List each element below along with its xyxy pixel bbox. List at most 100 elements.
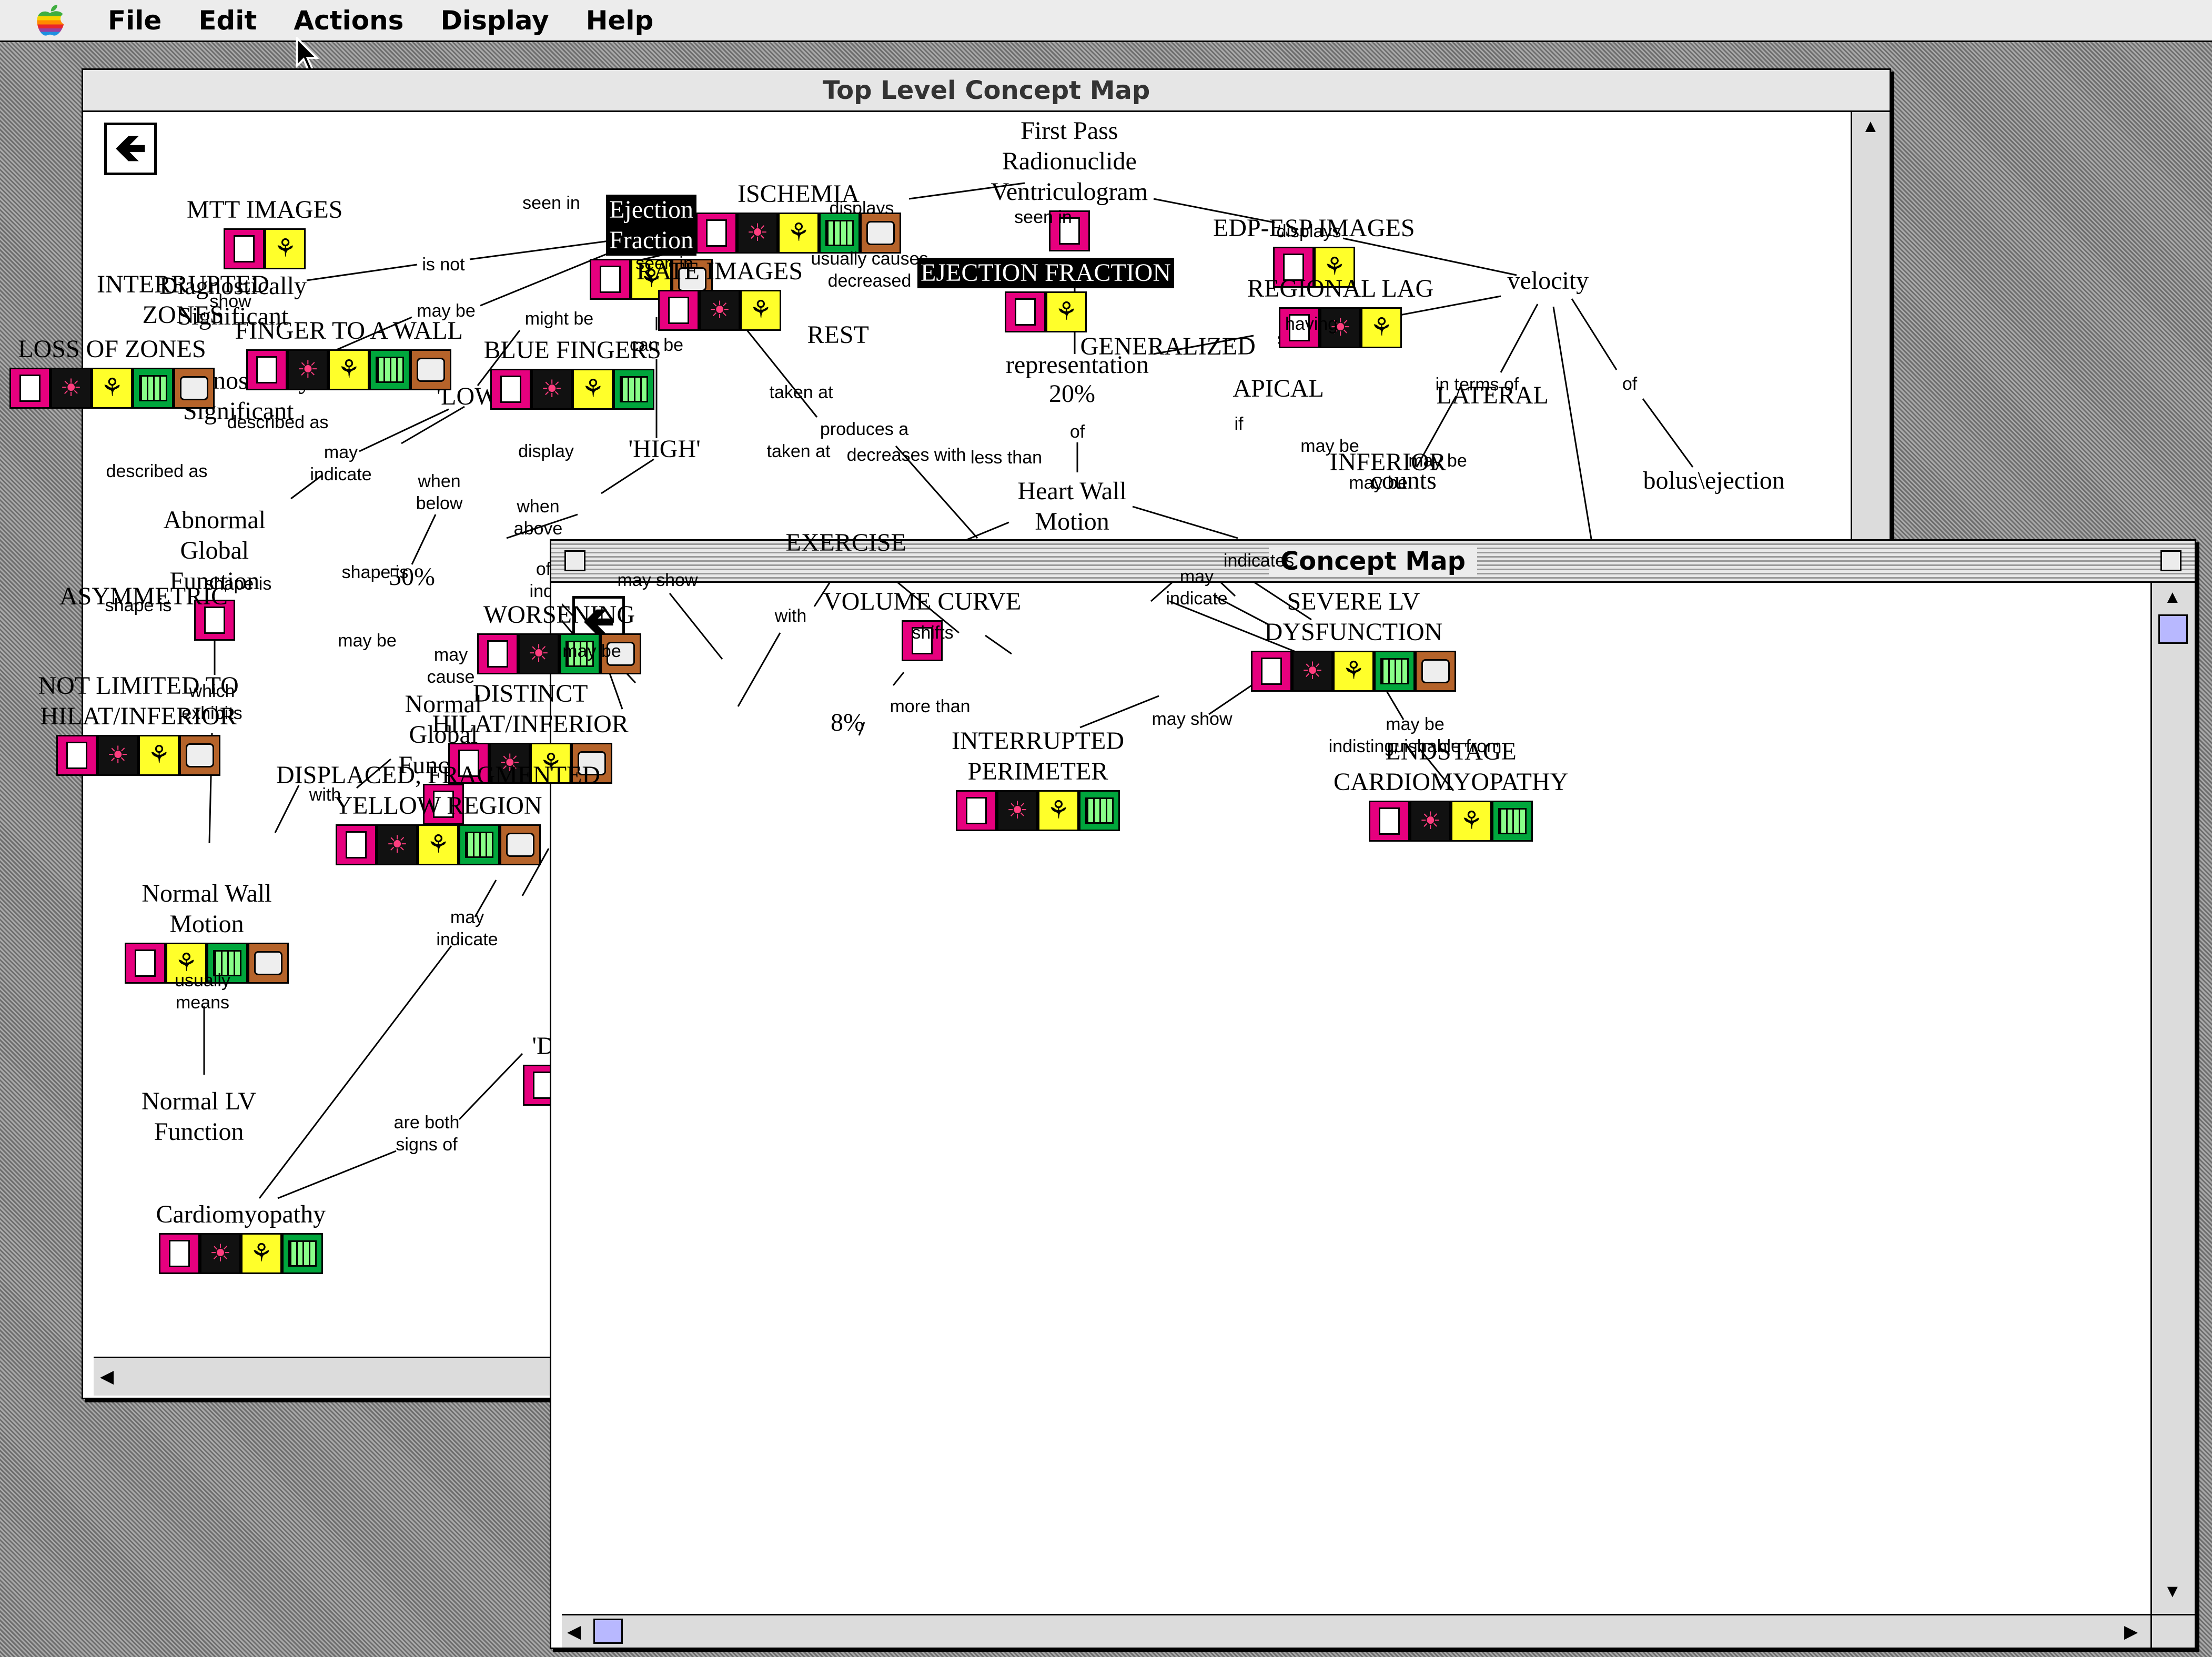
concept-node-rlag[interactable]: REGIONAL LAG <box>1244 274 1437 348</box>
color-image-icon[interactable] <box>1292 651 1333 692</box>
table-icon[interactable] <box>819 213 860 254</box>
menu-edit[interactable]: Edit <box>198 5 257 36</box>
color-image-icon[interactable] <box>996 790 1038 831</box>
concept-map-icon[interactable] <box>138 735 180 776</box>
table-icon[interactable] <box>559 633 600 674</box>
document-icon[interactable] <box>1369 801 1410 842</box>
monitor-icon[interactable] <box>248 943 289 984</box>
monitor-icon[interactable] <box>571 743 613 784</box>
concept-node-volcurve[interactable]: VOLUME CURVE <box>820 587 1024 661</box>
concept-map-icon[interactable] <box>1314 247 1355 288</box>
monitor-icon[interactable] <box>174 368 215 409</box>
concept-node-lateral[interactable]: LATERAL <box>1433 380 1552 411</box>
table-icon[interactable] <box>613 369 655 410</box>
color-image-icon[interactable] <box>377 824 418 865</box>
document-icon[interactable] <box>490 369 532 410</box>
document-icon[interactable] <box>696 213 737 254</box>
front-horizontal-scrollbar[interactable]: ◀ ▶ <box>562 1614 2150 1648</box>
front-window-titlebar[interactable]: Concept Map <box>551 541 2195 583</box>
concept-node-bolus[interactable]: bolus\ejection <box>1640 466 1788 496</box>
table-icon[interactable] <box>1374 651 1415 692</box>
concept-node-p50[interactable]: 50% <box>386 562 438 592</box>
concept-map-icon[interactable] <box>265 228 306 269</box>
concept-node-apical[interactable]: APICAL <box>1230 373 1327 404</box>
document-icon[interactable] <box>448 743 490 784</box>
concept-node-p20[interactable]: 20% <box>1046 379 1098 409</box>
document-icon[interactable] <box>590 259 631 300</box>
monitor-icon[interactable] <box>500 824 541 865</box>
color-image-icon[interactable] <box>699 290 740 331</box>
concept-node-mtt[interactable]: MTT IMAGES <box>184 195 346 269</box>
document-icon[interactable] <box>1251 651 1292 692</box>
monitor-icon[interactable] <box>600 633 641 674</box>
table-icon[interactable] <box>207 943 248 984</box>
color-image-icon[interactable] <box>1320 307 1361 348</box>
document-icon[interactable] <box>1279 307 1320 348</box>
front-vertical-scrollbar[interactable]: ▲ ▼ <box>2150 583 2195 1614</box>
scroll-up-arrow-icon[interactable]: ▲ <box>1862 116 1880 136</box>
apple-menu-icon[interactable] <box>32 2 68 39</box>
concept-map-icon[interactable] <box>418 824 459 865</box>
table-icon[interactable] <box>281 1233 323 1274</box>
color-image-icon[interactable] <box>287 349 329 390</box>
concept-map-icon[interactable] <box>1333 651 1374 692</box>
document-icon[interactable] <box>955 790 997 831</box>
monitor-icon[interactable] <box>410 349 452 390</box>
document-icon[interactable] <box>1005 291 1046 332</box>
color-image-icon[interactable] <box>737 213 778 254</box>
concept-map-icon[interactable] <box>1361 307 1402 348</box>
concept-node-bf[interactable]: BLUE FINGERS <box>481 335 664 410</box>
scroll-up-arrow-icon[interactable]: ▲ <box>2164 587 2181 607</box>
concept-node-rep[interactable]: representation <box>1003 350 1152 380</box>
document-icon[interactable] <box>9 368 50 409</box>
concept-node-velocity[interactable]: velocity <box>1504 266 1592 296</box>
scroll-left-arrow-icon[interactable]: ◀ <box>100 1367 114 1387</box>
concept-map-icon[interactable] <box>1037 790 1079 831</box>
concept-map-icon[interactable] <box>778 213 819 254</box>
concept-node-p8[interactable]: 8% <box>827 708 867 738</box>
color-image-icon[interactable] <box>531 369 573 410</box>
concept-node-gen[interactable]: GENERALIZED <box>1077 331 1259 362</box>
document-icon[interactable] <box>125 943 166 984</box>
concept-map-icon[interactable] <box>1451 801 1492 842</box>
document-icon[interactable] <box>56 735 98 776</box>
concept-node-high[interactable]: 'HIGH' <box>625 434 704 464</box>
concept-node-cardio[interactable]: Cardiomyopathy <box>153 1199 329 1274</box>
concept-node-exercise[interactable]: EXERCISE <box>783 528 910 558</box>
concept-map-icon[interactable] <box>631 259 672 300</box>
concept-map-icon[interactable] <box>166 943 207 984</box>
table-icon[interactable] <box>369 349 411 390</box>
concept-map-icon[interactable] <box>740 290 781 331</box>
monitor-icon[interactable] <box>1415 651 1456 692</box>
document-icon[interactable] <box>658 290 699 331</box>
concept-map-icon[interactable] <box>572 369 614 410</box>
concept-map-icon[interactable] <box>328 349 370 390</box>
scroll-right-arrow-icon[interactable]: ▶ <box>2124 1622 2138 1642</box>
concept-node-isch[interactable]: ISCHEMIA <box>696 179 901 254</box>
document-icon[interactable] <box>336 824 377 865</box>
color-image-icon[interactable] <box>97 735 139 776</box>
concept-map-icon[interactable] <box>530 743 572 784</box>
menu-actions[interactable]: Actions <box>294 5 404 36</box>
document-icon[interactable] <box>194 600 235 641</box>
concept-node-worsening[interactable]: WORSENING <box>477 600 641 674</box>
resize-grow-box-icon[interactable] <box>2150 1614 2195 1648</box>
document-icon[interactable] <box>477 633 518 674</box>
document-icon[interactable] <box>246 349 288 390</box>
color-image-icon[interactable] <box>518 633 559 674</box>
table-icon[interactable] <box>459 824 500 865</box>
menu-file[interactable]: File <box>108 5 162 36</box>
